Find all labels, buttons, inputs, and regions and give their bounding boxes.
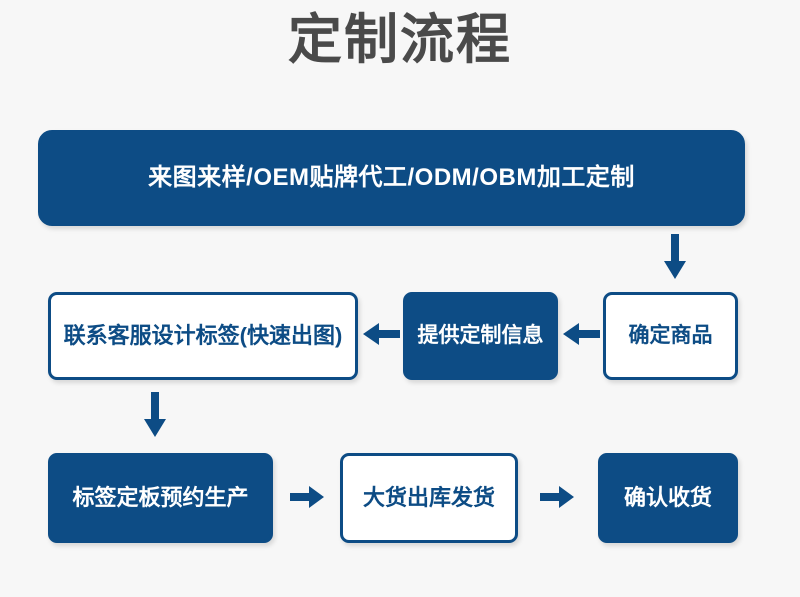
flow-node-label-production-label: 标签定板预约生产 — [72, 485, 249, 511]
flow-node-banner-label: 来图来样/OEM贴牌代工/ODM/OBM加工定制 — [148, 164, 635, 191]
arrow-right-icon — [290, 484, 324, 510]
flow-node-contact-service: 联系客服设计标签(快速出图) — [48, 292, 358, 380]
arrow-down-icon — [660, 234, 690, 280]
flow-node-shipping: 大货出库发货 — [340, 453, 518, 543]
flow-node-provide-info-label: 提供定制信息 — [417, 323, 544, 347]
flow-node-confirm-product-label: 确定商品 — [628, 323, 713, 347]
flow-node-confirm-receipt-label: 确认收货 — [623, 485, 712, 511]
arrow-down-icon — [140, 392, 170, 438]
page-title: 定制流程 — [288, 10, 512, 70]
arrow-right-icon — [540, 484, 574, 510]
flow-node-confirm-receipt: 确认收货 — [598, 453, 738, 543]
flow-node-label-production: 标签定板预约生产 — [48, 453, 273, 543]
arrow-left-icon — [563, 320, 601, 348]
flow-node-confirm-product: 确定商品 — [603, 292, 738, 380]
flow-node-banner: 来图来样/OEM贴牌代工/ODM/OBM加工定制 — [38, 130, 745, 226]
arrow-left-icon — [363, 320, 401, 348]
flow-node-provide-info: 提供定制信息 — [403, 292, 558, 380]
flow-node-contact-service-label: 联系客服设计标签(快速出图) — [63, 323, 343, 349]
flow-node-shipping-label: 大货出库发货 — [362, 485, 495, 511]
